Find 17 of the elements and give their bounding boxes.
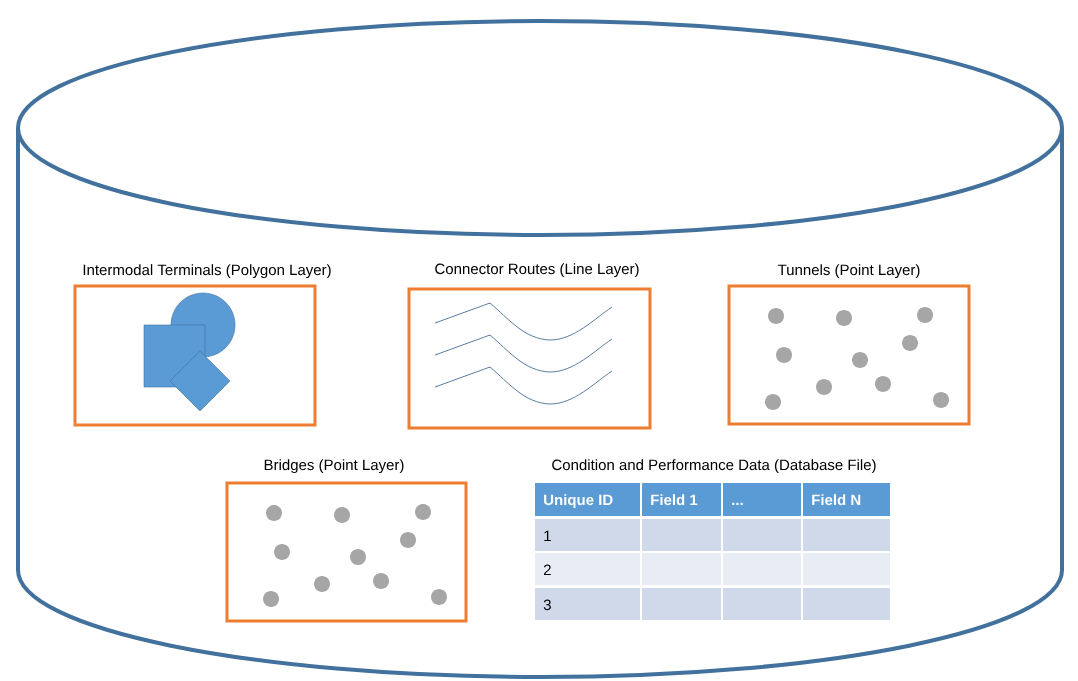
table-cell: 3	[535, 588, 640, 620]
node-label: Tunnels (Point Layer)	[777, 264, 920, 279]
node-label: Bridges (Point Layer)	[264, 459, 404, 474]
table-header-cell: Unique ID	[535, 483, 640, 516]
table-cell: 1	[535, 519, 640, 551]
node-label: Intermodal Terminals (Polygon Layer)	[83, 264, 331, 279]
table-header-cell: ...	[723, 483, 801, 516]
cylinder-drawing	[16, 19, 1064, 679]
table-cell: 2	[535, 553, 640, 585]
layer-panel: Connector Routes (Line Layer)	[407, 263, 652, 430]
layer-panel: Intermodal Terminals (Polygon Layer)	[73, 264, 331, 427]
node-label: Connector Routes (Line Layer)	[435, 263, 639, 278]
table-title: Condition and Performance Data (Database File)	[552, 459, 876, 474]
table-header-cell: Field 1	[642, 483, 721, 516]
layer-panel: Bridges (Point Layer)	[225, 459, 468, 623]
layer-panel: Tunnels (Point Layer)	[727, 264, 971, 426]
table-header-cell: Field N	[803, 483, 890, 516]
